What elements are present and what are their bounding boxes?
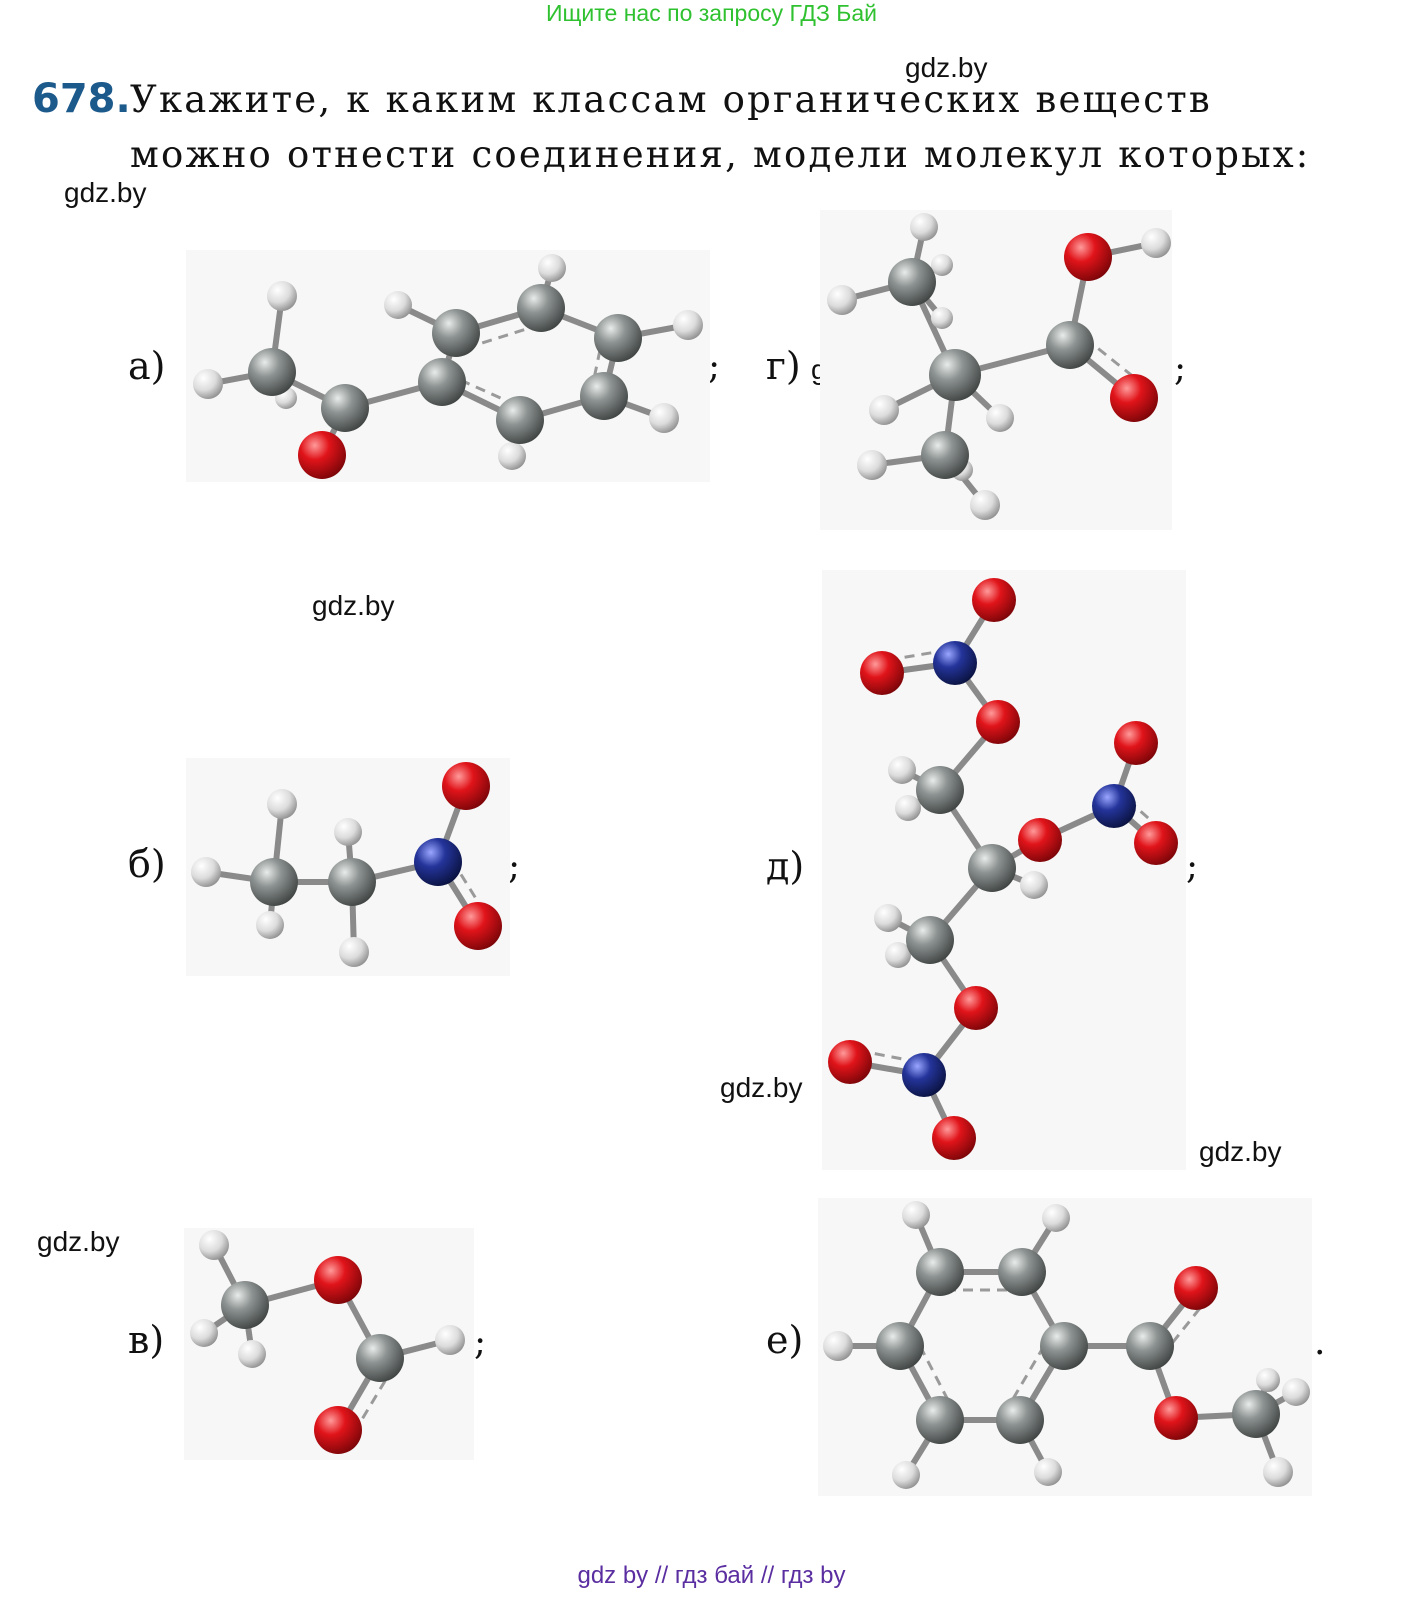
molecule-model-b — [186, 758, 510, 976]
item-label-v: в) — [128, 1318, 165, 1362]
item-label-d: д) — [766, 844, 805, 888]
molecule-model-e — [818, 1198, 1312, 1496]
watermark: gdz.by — [64, 177, 147, 208]
molecule-model-g — [820, 210, 1172, 530]
footer-links: gdz by // гдз бай // гдз by — [577, 1562, 846, 1589]
watermark: gdz.by — [720, 1072, 803, 1103]
item-punct-d: ; — [1186, 846, 1199, 887]
search-banner: Ищите нас по запросу ГДЗ Бай — [545, 0, 878, 26]
item-punct-v: ; — [474, 1322, 487, 1363]
task-text-line-2: можно отнести соединения, модели молекул… — [130, 133, 1311, 176]
watermark: gdz.by — [1199, 1136, 1282, 1167]
watermark: gdz.by — [905, 52, 988, 83]
item-label-e: е) — [766, 1318, 804, 1362]
item-punct-g: ; — [1174, 348, 1187, 389]
task-number: 678. — [32, 76, 131, 122]
molecule-model-v — [184, 1228, 474, 1460]
item-label-b: б) — [128, 842, 166, 886]
item-punct-e: . — [1314, 1322, 1326, 1363]
watermark: gdz.by — [312, 590, 395, 621]
molecule-model-a — [186, 250, 710, 482]
item-label-g: г) — [766, 344, 801, 388]
molecule-model-d — [822, 570, 1186, 1170]
task-text-line-1: Укажите, к каким классам органических ве… — [130, 78, 1212, 121]
item-punct-b: ; — [508, 846, 521, 887]
watermark: gdz.by — [37, 1226, 120, 1257]
item-label-a: а) — [128, 344, 166, 388]
item-punct-a: ; — [708, 346, 721, 387]
